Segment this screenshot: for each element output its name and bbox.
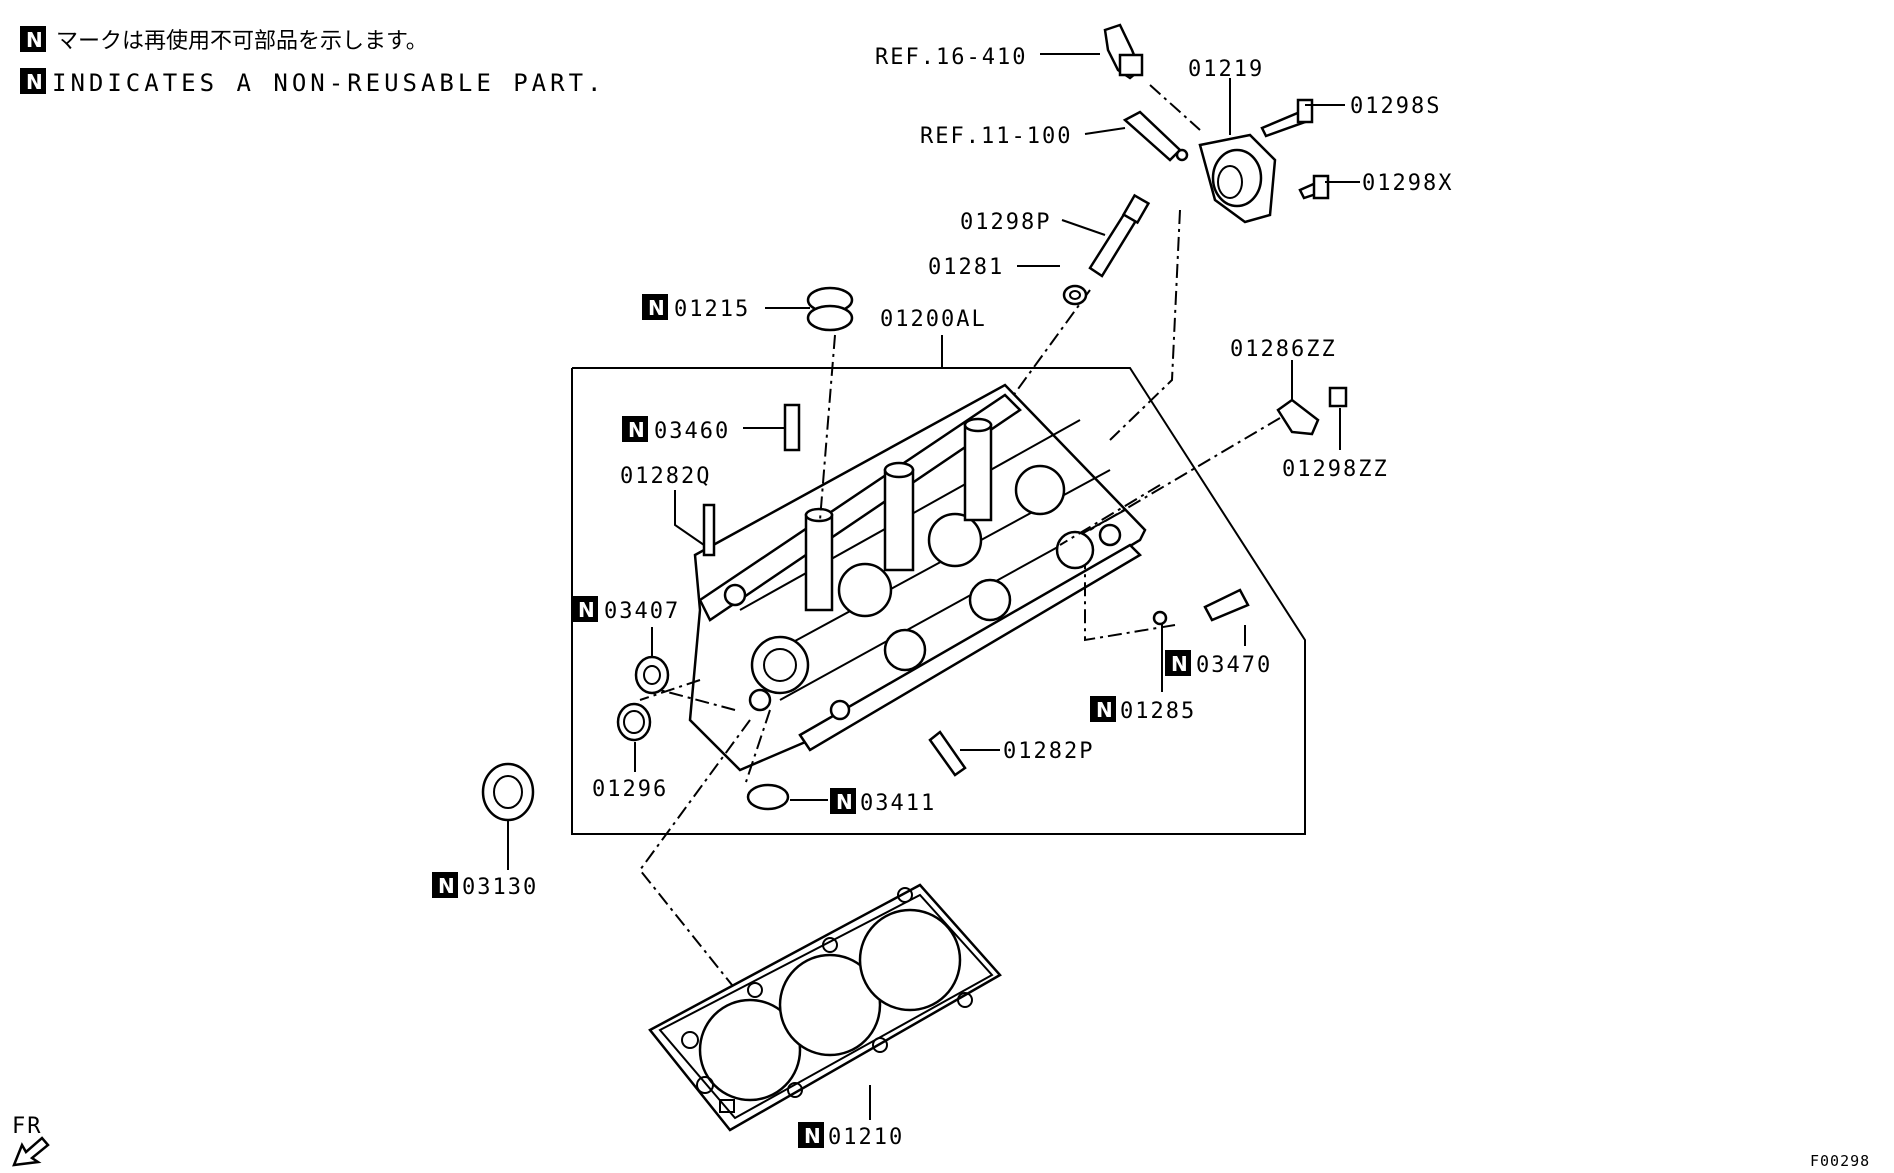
- label-01210: 01210: [828, 1125, 904, 1150]
- small-parts: [481, 23, 1348, 822]
- non-reusable-badge-icon: [1165, 650, 1191, 676]
- non-reusable-badge-icon: [830, 788, 856, 814]
- label-01286zz: 01286ZZ: [1230, 337, 1337, 362]
- non-reusable-badge-icon: [1090, 696, 1116, 722]
- label-03411: 03411: [860, 791, 936, 816]
- cylinder-head-assembly-frame: [571, 367, 1306, 835]
- label-01298zz: 01298ZZ: [1282, 457, 1389, 482]
- non-reusable-badge-icon: [622, 416, 648, 442]
- label-01281: 01281: [928, 255, 1004, 280]
- badge-symbol: N: [648, 296, 665, 320]
- label-01298p: 01298P: [960, 210, 1051, 235]
- label-01298x: 01298X: [1362, 171, 1453, 196]
- badge-symbol: N: [438, 874, 455, 898]
- label-01282p: 01282P: [1003, 739, 1094, 764]
- legend-text-jp: マークは再使用不可部品を示します。: [56, 29, 428, 54]
- front-direction-indicator: FR: [12, 1114, 50, 1167]
- label-01215: 01215: [674, 297, 750, 322]
- label-03407: 03407: [604, 599, 680, 624]
- head-gasket-drawing: [648, 883, 1002, 1132]
- label-01285: 01285: [1120, 699, 1196, 724]
- non-reusable-badge-icon: [798, 1122, 824, 1148]
- non-reusable-badge-icon: [642, 294, 668, 320]
- non-reusable-badge-icon: [572, 596, 598, 622]
- legend: N マークは再使用不可部品を示します。 N INDICATES A NON-RE…: [20, 26, 605, 97]
- label-03130: 03130: [462, 875, 538, 900]
- badge-symbol: N: [628, 418, 645, 442]
- non-reusable-badge-icon: [20, 26, 46, 52]
- label-ref-16-410: REF.16-410: [875, 45, 1027, 70]
- legend-badge-symbol: N: [26, 28, 43, 52]
- figure-code: F00298: [1810, 1152, 1870, 1170]
- alignment-lines: [638, 84, 1281, 1021]
- badge-symbol: N: [804, 1124, 821, 1148]
- non-reusable-badge-icon: [432, 872, 458, 898]
- label-ref-11-100: REF.11-100: [920, 124, 1072, 149]
- badge-symbol: N: [1096, 698, 1113, 722]
- label-01296: 01296: [592, 777, 668, 802]
- direction-label: FR: [12, 1114, 43, 1139]
- leader-lines: [507, 53, 1360, 1120]
- label-03470: 03470: [1196, 653, 1272, 678]
- badge-symbol: N: [836, 790, 853, 814]
- badge-symbol: N: [1171, 652, 1188, 676]
- label-01282q: 01282Q: [620, 464, 711, 489]
- legend-badge-symbol: N: [26, 70, 43, 94]
- non-reusable-badge-icon: [20, 68, 46, 94]
- cylinder-head-drawing: [688, 383, 1147, 772]
- badge-symbol: N: [578, 598, 595, 622]
- part-labels: REF.16-410 REF.11-100 01219 01298S 01298…: [432, 45, 1453, 1150]
- label-01200al: 01200AL: [880, 307, 987, 332]
- front-arrow-icon: [12, 1136, 50, 1167]
- label-03460: 03460: [654, 419, 730, 444]
- label-01219: 01219: [1188, 57, 1264, 82]
- legend-text-en: INDICATES A NON-REUSABLE PART.: [52, 69, 605, 97]
- label-01298s: 01298S: [1350, 94, 1441, 119]
